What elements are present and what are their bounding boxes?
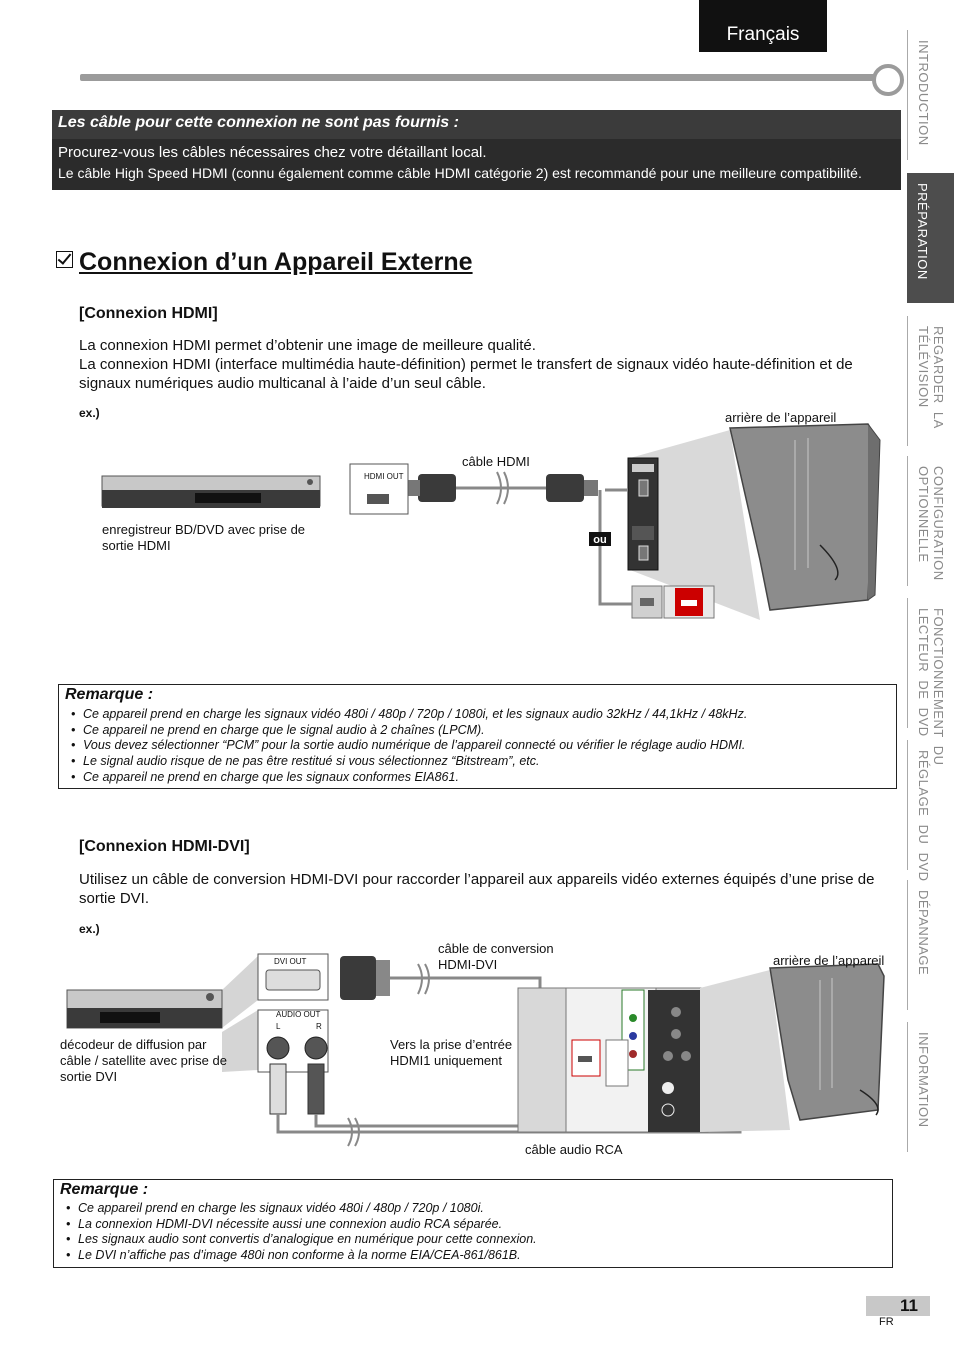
hdmidvi-example-label: ex.) — [79, 922, 100, 936]
hdmi-paragraph-1: La connexion HDMI permet d’obtenir une i… — [79, 337, 536, 354]
side-tab-configuration[interactable]: CONFIGURATION OPTIONNELLE — [907, 456, 954, 586]
audio-l-label: L — [276, 1022, 281, 1031]
decoder-label-1: décodeur de diffusion par — [60, 1037, 207, 1052]
remarque-1-item-continued: Le signal audio risque de ne pas être re… — [61, 754, 891, 770]
section-title-text: Connexion d’un Appareil Externe — [79, 248, 473, 276]
tv-rear-illustration — [729, 423, 881, 611]
remarque-title-2: Remarque : — [60, 1181, 149, 1198]
hdmi-out-port — [349, 463, 409, 515]
language-tab: Français — [699, 0, 827, 52]
conversion-cable-label-1: câble de conversion — [438, 941, 554, 956]
dvi-out-label: DVI OUT — [274, 957, 307, 966]
remarque-list-1: Ce appareil prend en charge les signaux … — [61, 707, 891, 786]
bd-dvd-label: enregistreur BD/DVD avec prise de sortie… — [102, 522, 306, 553]
remarque-1-item: Ce appareil ne prend en charge que les s… — [61, 770, 891, 786]
remarque-box-2: Remarque : Ce appareil prend en charge l… — [53, 1179, 893, 1268]
decoder-label: décodeur de diffusion par câble / satell… — [60, 1037, 250, 1085]
dvi-rear-label: arrière de l’appareil — [773, 953, 885, 968]
hdmi-cable-label: câble HDMI — [462, 454, 530, 469]
header-rule — [80, 74, 880, 81]
conversion-cable-label-2: HDMI-DVI — [438, 957, 498, 972]
side-tab-label: DÉPANNAGE — [916, 890, 931, 976]
remarque-1-item: Ce appareil ne prend en charge que le si… — [61, 723, 891, 739]
side-tab-depannage[interactable]: DÉPANNAGE — [907, 880, 954, 1010]
hdmi1-input-label-2: HDMI1 uniquement — [390, 1053, 502, 1068]
cable-note-line-2: Le câble High Speed HDMI (connu égalemen… — [58, 165, 862, 181]
tv-hdmi-panel — [627, 457, 659, 571]
side-tab-label: INFORMATION — [916, 1032, 931, 1128]
page-number-box: 11 — [866, 1296, 930, 1316]
page-language: FR — [879, 1316, 894, 1328]
cable-note-body: Procurez-vous les câbles nécessaires che… — [52, 139, 901, 190]
hdmi1-input-label-1: Vers la prise d’entrée — [390, 1037, 513, 1052]
conversion-cable-label: câble de conversion HDMI-DVI — [438, 941, 554, 973]
hdmi-rear-label: arrière de l’appareil — [725, 410, 837, 425]
page-number: 11 — [900, 1296, 918, 1315]
tv-rear-illustration-2 — [769, 963, 885, 1121]
side-tab-reglage-dvd[interactable]: RÉGLAGE DU DVD — [907, 740, 954, 882]
remarque-1-item: Ce appareil prend en charge les signaux … — [61, 707, 891, 723]
hdmi-cable — [406, 471, 598, 505]
rca-cable-label: câble audio RCA — [525, 1142, 623, 1157]
audio-r-label: R — [316, 1022, 322, 1031]
side-tab-label: CONFIGURATION OPTIONNELLE — [916, 466, 946, 581]
remarque-2-item: La connexion HDMI-DVI nécessite aussi un… — [56, 1217, 886, 1233]
remarque-1-item: Vous devez sélectionner “PCM” pour la so… — [61, 738, 891, 754]
ou-label: ou — [593, 534, 606, 546]
hdmi-heading: [Connexion HDMI] — [79, 305, 218, 322]
hdmidvi-heading: [Connexion HDMI-DVI] — [79, 838, 250, 855]
remarque-list-2: Ce appareil prend en charge les signaux … — [56, 1201, 886, 1264]
cable-note-title: Les câble pour cette connexion ne sont p… — [52, 110, 901, 139]
remarque-2-item: Ce appareil prend en charge les signaux … — [56, 1201, 886, 1217]
side-tab-label: FONCTIONNEMENT DU LECTEUR DE DVD — [916, 608, 946, 766]
section-title: Connexion d’un Appareil Externe — [56, 248, 473, 277]
remarque-2-item: Les signaux audio sont convertis d’analo… — [56, 1232, 886, 1248]
remarque-2-item: Le DVI n’affiche pas d’image 480i non co… — [56, 1248, 886, 1264]
bd-dvd-recorder — [101, 475, 321, 508]
hdmi-out-label: HDMI OUT — [364, 472, 404, 481]
side-tab-label: INTRODUCTION — [916, 40, 931, 146]
audio-out-label: AUDIO OUT — [276, 1010, 321, 1019]
cable-note-box: Les câble pour cette connexion ne sont p… — [52, 110, 901, 190]
decoder-label-2: câble / satellite avec prise de — [60, 1053, 227, 1068]
decoder-label-3: sortie DVI — [60, 1069, 118, 1084]
side-tab-regarder-television[interactable]: REGARDER LA TÉLÉVISION — [907, 316, 954, 446]
hdmi-text: La connexion HDMI permet d’obtenir une i… — [79, 336, 901, 393]
remarque-1-item-continued-text: Le signal audio risque de ne pas être re… — [83, 754, 540, 769]
hdmidvi-paragraph: Utilisez un câble de conversion HDMI-DVI… — [79, 871, 875, 907]
hdmi-diagram: ou — [101, 423, 881, 620]
hdmidvi-diagram — [66, 953, 885, 1147]
language-label: Français — [726, 24, 800, 45]
side-tab-label: RÉGLAGE DU DVD — [916, 750, 931, 882]
side-tab-preparation[interactable]: PRÉPARATION — [907, 173, 954, 303]
checkbox-icon — [56, 251, 73, 268]
side-tab-label: REGARDER LA TÉLÉVISION — [916, 326, 946, 429]
remarque-box-1: Remarque : Ce appareil prend en charge l… — [58, 684, 897, 789]
header-rule-circle — [872, 64, 904, 96]
ou-badge — [589, 532, 611, 546]
tv-input-panel — [517, 987, 709, 1133]
hdmi-light-beam — [630, 430, 760, 620]
cable-note-line-1: Procurez-vous les câbles nécessaires che… — [58, 144, 487, 161]
hdmi1-input-label: Vers la prise d’entrée HDMI1 uniquement — [390, 1037, 512, 1069]
side-tab-introduction[interactable]: INTRODUCTION — [907, 30, 954, 160]
remarque-title-1: Remarque : — [65, 686, 154, 703]
hdmi-paragraph-2: La connexion HDMI (interface multimédia … — [79, 356, 853, 392]
hdmi-example-label: ex.) — [79, 406, 100, 420]
cable-satellite-decoder — [66, 989, 223, 1029]
side-tab-fonctionnement-dvd[interactable]: FONCTIONNEMENT DU LECTEUR DE DVD — [907, 598, 954, 766]
side-tab-information[interactable]: INFORMATION — [907, 1022, 954, 1152]
tv-side-panel — [631, 585, 715, 619]
side-tab-label: PRÉPARATION — [915, 183, 930, 280]
